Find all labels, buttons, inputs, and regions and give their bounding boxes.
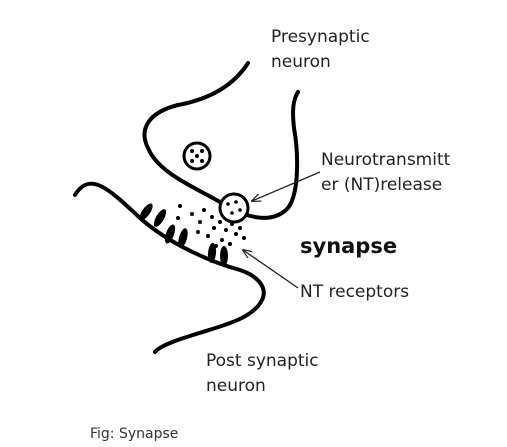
- receptor: [207, 243, 217, 263]
- postsynaptic-line-1: Post synaptic: [206, 351, 319, 371]
- synapse-label: synapse: [300, 234, 398, 258]
- nt-receptors: [139, 203, 228, 266]
- receptor: [153, 209, 167, 227]
- releasing-vesicle: [218, 192, 250, 224]
- presynaptic-line-1: Presynaptic: [271, 27, 370, 47]
- nt-release-arrow: [252, 171, 321, 201]
- nt-receptors-label: NT receptors: [300, 282, 410, 302]
- nt-release-label: Neurotransmitt er (NT)release: [321, 148, 450, 198]
- presynaptic-neuron-label: Presynaptic neuron: [271, 25, 370, 75]
- postsynaptic-line-2: neuron: [206, 376, 266, 396]
- nt-release-line-2: er (NT)release: [321, 175, 443, 195]
- synaptic-vesicle: [182, 141, 212, 171]
- nt-release-line-1: Neurotransmitt: [321, 150, 451, 170]
- presynaptic-neuron-outline: [142, 61, 300, 220]
- figure-caption: Fig: Synapse: [90, 426, 179, 442]
- receptor: [178, 228, 188, 248]
- nt-receptors-arrow: [243, 250, 299, 289]
- receptor: [220, 246, 228, 266]
- presynaptic-line-2: neuron: [271, 52, 331, 72]
- neurotransmitter-particles: [176, 204, 246, 248]
- postsynaptic-neuron-outline: [73, 181, 266, 354]
- receptor: [139, 203, 153, 221]
- receptor: [164, 224, 176, 244]
- postsynaptic-neuron-label: Post synaptic neuron: [206, 349, 319, 399]
